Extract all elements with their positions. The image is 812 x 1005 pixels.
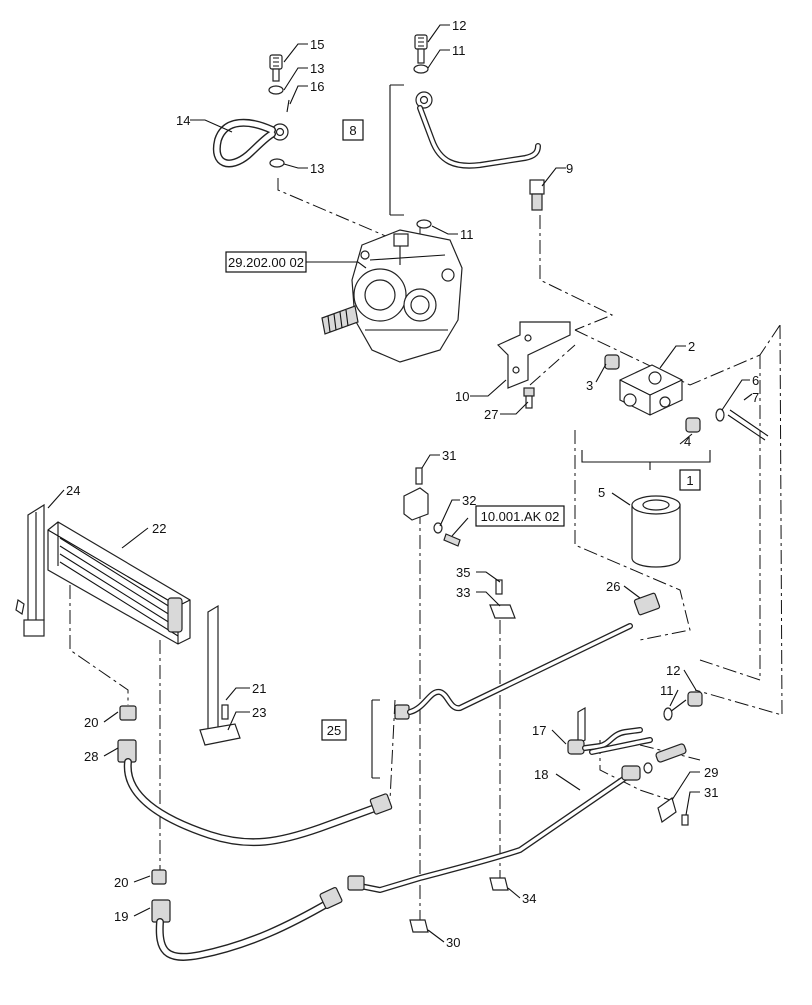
callout-22: 22 xyxy=(152,521,166,536)
ref-label-clamp: 10.001.AK 02 xyxy=(481,509,560,524)
callout-3: 3 xyxy=(586,378,593,393)
hose-19 xyxy=(151,869,365,961)
callout-20-lower: 20 xyxy=(114,875,128,890)
leader-lines xyxy=(47,24,753,943)
callout-12-lower: 12 xyxy=(666,663,680,678)
group-box-1 xyxy=(679,469,701,491)
callout-12-upper: 12 xyxy=(452,18,466,33)
group-label-8: 8 xyxy=(349,123,356,138)
callout-14: 14 xyxy=(176,113,190,128)
ref-box-gear-pump xyxy=(225,251,307,273)
group-label-25: 25 xyxy=(327,723,341,738)
callout-7: 7 xyxy=(752,390,759,405)
clamp-31-32 xyxy=(403,467,461,547)
alignment-lines xyxy=(69,178,783,920)
callout-27: 27 xyxy=(484,407,498,422)
callout-26: 26 xyxy=(606,579,620,594)
reference-boxes: 8 1 25 29.202.00 02 10.001.AK 02 xyxy=(225,119,701,741)
callout-28: 28 xyxy=(84,749,98,764)
callout-11-middle: 11 xyxy=(460,227,474,242)
tube-assembly-8 xyxy=(389,34,545,229)
hose-28 xyxy=(117,705,393,847)
callout-10: 10 xyxy=(455,389,469,404)
bracket-33 xyxy=(489,579,516,619)
callout-33: 33 xyxy=(456,585,470,600)
callout-31-upper: 31 xyxy=(442,448,456,463)
filter-head-2 xyxy=(581,354,769,470)
tube-25 xyxy=(371,592,661,779)
callout-5: 5 xyxy=(598,485,605,500)
callout-11-lower: 11 xyxy=(660,683,674,698)
bracket-10 xyxy=(496,321,571,409)
callout-30: 30 xyxy=(446,935,460,950)
group-label-1: 1 xyxy=(686,473,693,488)
callout-numbers: 15 13 16 14 13 12 11 9 11 2 3 10 27 6 7 … xyxy=(66,18,759,950)
group-box-8 xyxy=(342,119,364,141)
callout-20-upper: 20 xyxy=(84,715,98,730)
callout-31-lower: 31 xyxy=(704,785,718,800)
callout-11-upper: 11 xyxy=(452,43,466,58)
callout-13-upper: 13 xyxy=(310,61,324,76)
hose-assembly-14 xyxy=(212,54,290,168)
callout-16: 16 xyxy=(310,79,324,94)
callout-17: 17 xyxy=(532,723,546,738)
callout-21: 21 xyxy=(252,681,266,696)
group-box-25 xyxy=(321,719,347,741)
callout-6: 6 xyxy=(752,373,759,388)
callout-24: 24 xyxy=(66,483,80,498)
callout-2: 2 xyxy=(688,339,695,354)
callout-32: 32 xyxy=(462,493,476,508)
callout-19: 19 xyxy=(114,909,128,924)
ref-label-gear-pump: 29.202.00 02 xyxy=(228,255,304,270)
callout-15: 15 xyxy=(310,37,324,52)
oil-cooler-22 xyxy=(15,503,241,746)
callout-23: 23 xyxy=(252,705,266,720)
filter-5 xyxy=(631,495,681,568)
tubes-17-18 xyxy=(357,691,703,933)
callout-29: 29 xyxy=(704,765,718,780)
callout-34: 34 xyxy=(522,891,536,906)
gear-pump xyxy=(321,229,463,363)
callout-4: 4 xyxy=(684,434,691,449)
callout-13-lower: 13 xyxy=(310,161,324,176)
callout-35: 35 xyxy=(456,565,470,580)
callout-9: 9 xyxy=(566,161,573,176)
ref-box-clamp xyxy=(475,505,565,527)
callout-18: 18 xyxy=(534,767,548,782)
